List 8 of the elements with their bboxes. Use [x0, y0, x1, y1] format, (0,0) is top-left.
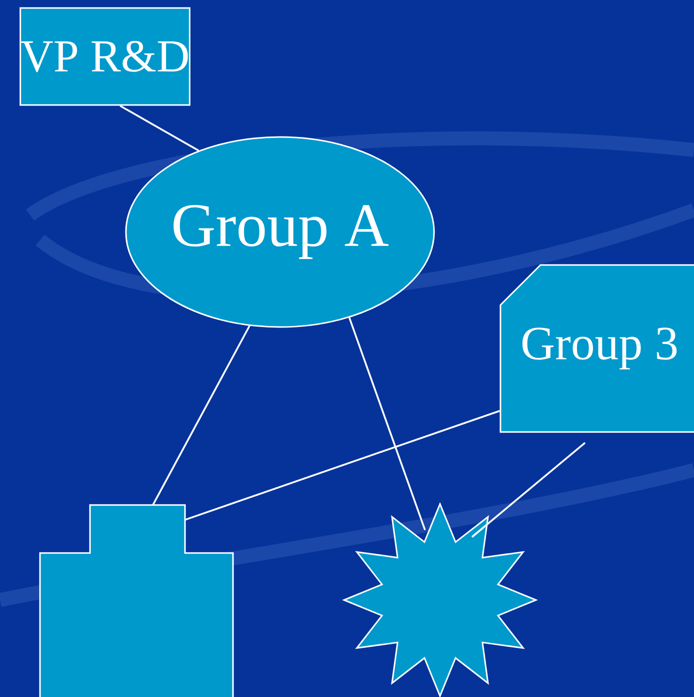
connector-line [184, 410, 500, 521]
connector-line [348, 317, 426, 530]
connector-line [471, 442, 586, 538]
org-box: VP R&D [20, 7, 190, 106]
cross-shape [39, 504, 234, 697]
connector-line [152, 325, 250, 506]
connector-line [120, 104, 200, 152]
group-box: Group 3 [500, 264, 694, 433]
